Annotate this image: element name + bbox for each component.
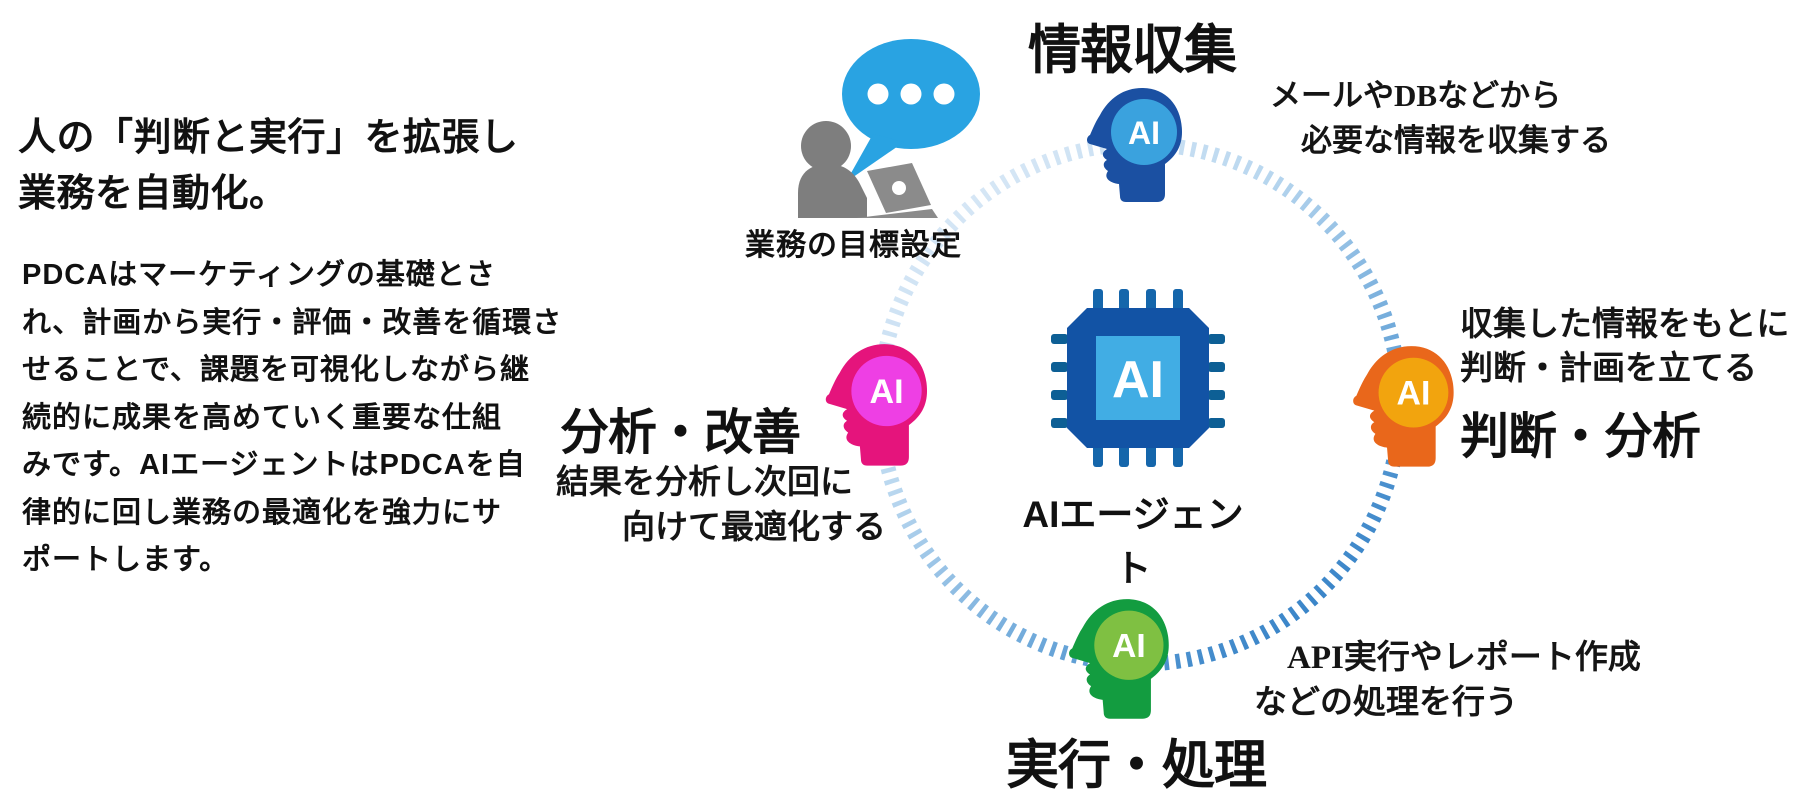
step-collect-desc: メールやDBなどから 必要な情報を収集する [1270,78,1611,158]
ai-head-icon-improve: AI [825,344,928,466]
agent-label: AIエージェント [1022,494,1244,589]
step-improve-desc: 結果を分析し次回に 向けて最適化する [556,465,886,546]
step-execute-title: 実行・処理 [1006,736,1267,795]
step-judge-desc: 収集した情報をもとに 判断・計画を立てる [1460,307,1790,387]
ai-head-icon-collect: AI [1087,88,1182,202]
ai-chip-icon: AI [1051,289,1225,467]
step-improve-title: 分析・改善 [560,406,801,460]
goal-setting-label: 業務の目標設定 [745,229,962,262]
ai-head-icon-judge: AI [1353,346,1454,467]
chip-pins-top [1093,289,1183,467]
page-title: 人の「判断と実行」を拡張し 業務を自動化。 [18,117,519,215]
step-judge-title: 判断・分析 [1460,410,1701,464]
ai-badge-text: AI [869,373,903,411]
ai-badge-text: AI [1112,628,1146,665]
goal-setting-icon [798,39,980,218]
chip-pins-side [1051,334,1225,428]
chip-ai-text: AI [1112,351,1164,409]
ai-head-icon-execute: AI [1069,599,1169,719]
ai-badge-text: AI [1128,115,1160,151]
intro-paragraph: PDCAはマーケティングの基礎とさ れ、計画から実行・評価・改善を循環さ せるこ… [22,259,563,576]
chip-screen [1096,336,1180,420]
step-execute-desc: API実行やレポート作成 などの処理を行う [1254,640,1641,721]
person-laptop-icon [798,121,938,218]
speech-bubble-icon [842,39,980,182]
ai-badge-text: AI [1397,375,1431,413]
step-collect-title: 情報収集 [1028,21,1237,80]
